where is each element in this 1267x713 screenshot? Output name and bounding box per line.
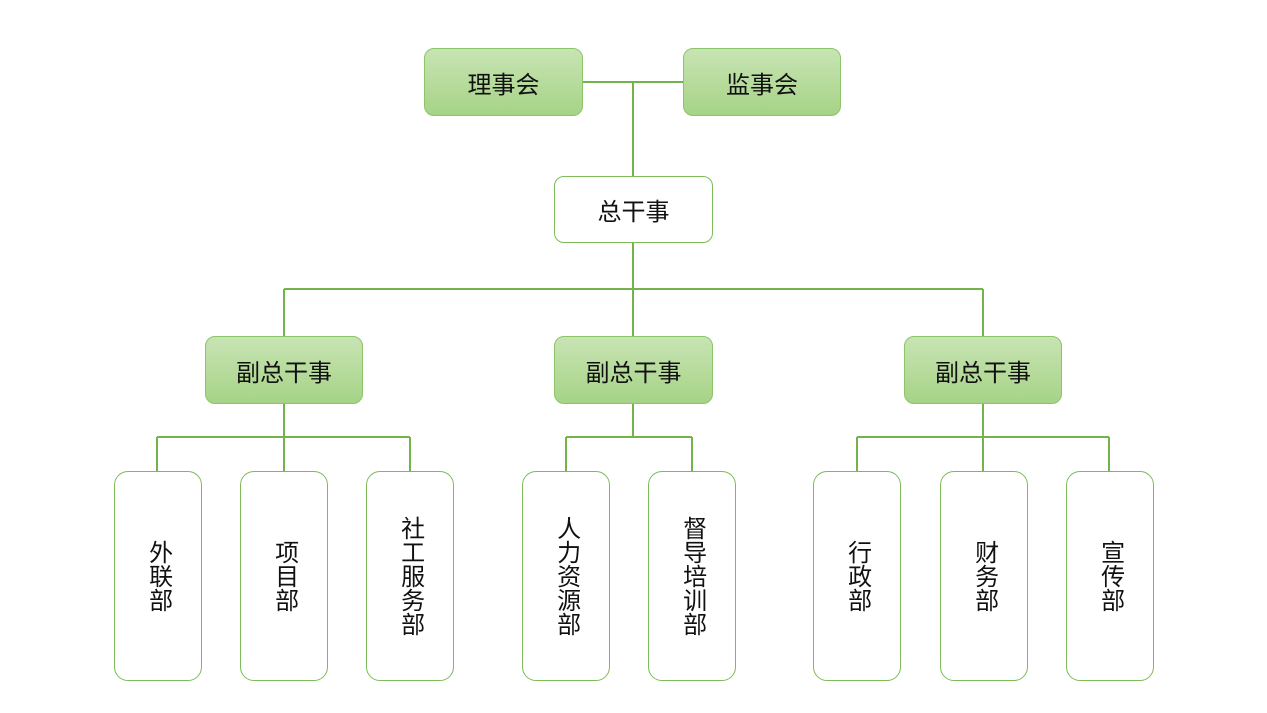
director-label: 总干事 <box>597 198 670 226</box>
department-box-finance: 财务部 <box>940 471 1028 681</box>
department-label: 人力资源部 <box>552 516 581 636</box>
department-box-outreach: 外联部 <box>114 471 202 681</box>
department-label: 督导培训部 <box>678 516 707 636</box>
department-box-supervision-training: 督导培训部 <box>648 471 736 681</box>
department-label: 行政部 <box>843 540 872 612</box>
board-box: 理事会 <box>424 48 583 116</box>
department-box-publicity: 宣传部 <box>1066 471 1154 681</box>
department-box-social-work: 社工服务部 <box>366 471 454 681</box>
director-box: 总干事 <box>554 176 713 243</box>
supervisors-label: 监事会 <box>726 70 798 99</box>
department-label: 外联部 <box>144 540 173 612</box>
deputy-box-2: 副总干事 <box>554 336 713 404</box>
department-label: 社工服务部 <box>396 516 425 636</box>
deputy-box-3: 副总干事 <box>904 336 1062 404</box>
deputy-label: 副总干事 <box>236 358 332 387</box>
supervisors-box: 监事会 <box>683 48 841 116</box>
board-label: 理事会 <box>467 70 540 99</box>
deputy-box-1: 副总干事 <box>205 336 363 404</box>
department-label: 财务部 <box>970 540 999 612</box>
department-label: 宣传部 <box>1096 540 1125 612</box>
deputy-label: 副总干事 <box>935 358 1031 387</box>
department-label: 项目部 <box>270 540 299 612</box>
deputy-label: 副总干事 <box>585 358 682 387</box>
department-box-projects: 项目部 <box>240 471 328 681</box>
department-box-hr: 人力资源部 <box>522 471 610 681</box>
department-box-administration: 行政部 <box>813 471 901 681</box>
